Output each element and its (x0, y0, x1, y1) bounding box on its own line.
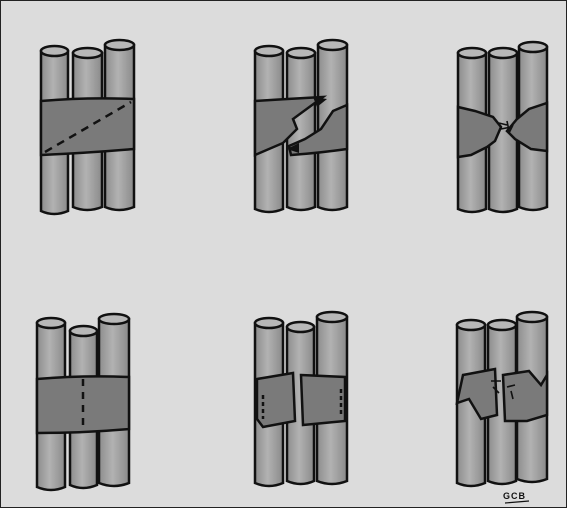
panel-bottom-left (37, 314, 129, 490)
signature-underline (505, 501, 529, 503)
panel-bottom-right (457, 312, 547, 486)
panel-top-middle (255, 40, 347, 212)
panel-bottom-middle (255, 312, 347, 486)
artist-signature: GCB (503, 491, 529, 503)
band-right-piece (301, 375, 345, 425)
panel-top-left (41, 40, 134, 214)
panel-top-right (458, 42, 547, 212)
signature-text: GCB (503, 491, 526, 501)
